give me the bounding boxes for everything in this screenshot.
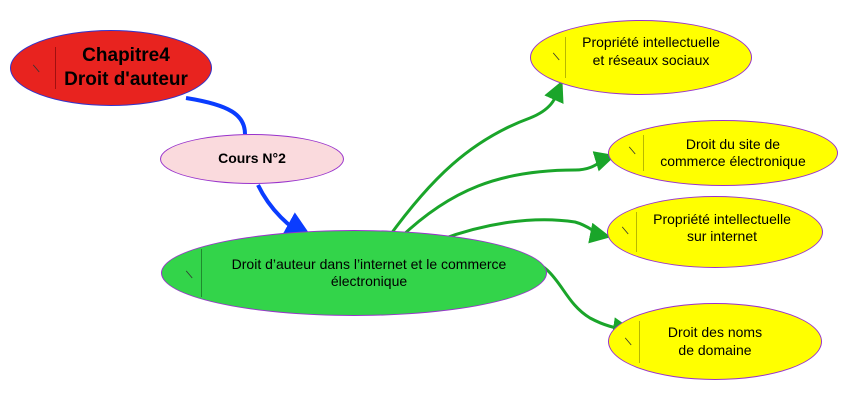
divider	[565, 37, 566, 78]
pencil-icon: |	[31, 63, 41, 74]
child-1-line1: Propriété intellectuelle	[582, 34, 720, 50]
root-title-line1: Chapitre4	[82, 45, 170, 67]
link-course-main	[256, 184, 315, 242]
link-root-course	[185, 96, 247, 135]
root-title-line2: Droit d'auteur	[64, 69, 188, 90]
link-main-child-2	[398, 151, 616, 240]
pencil-icon: |	[551, 51, 561, 62]
child-4-line2: de domaine	[678, 341, 752, 358]
divider	[201, 249, 202, 297]
link-main-child-3	[439, 218, 611, 244]
pencil-icon: |	[627, 145, 637, 156]
divider	[643, 135, 644, 171]
child-2-line2: commerce électronique	[660, 153, 806, 169]
link-main-child-1	[386, 80, 564, 239]
course-label: Cours N°2	[218, 150, 286, 167]
main-title-line2: électronique	[330, 273, 408, 289]
child-3-line2: sur internet	[686, 228, 758, 244]
divider	[636, 212, 637, 252]
pencil-icon: |	[184, 269, 194, 280]
main-node[interactable]: | Droit d’auteur dans l’internet et le c…	[161, 230, 547, 316]
divider	[55, 47, 56, 89]
pencil-icon: |	[623, 336, 633, 347]
child-2-line1: Droit du site de	[685, 135, 781, 152]
divider	[639, 320, 640, 363]
child-4-line1: Droit des noms	[667, 324, 763, 340]
course-node[interactable]: Cours N°2	[160, 134, 344, 184]
pencil-icon: |	[620, 225, 630, 236]
child-3-line1: Propriété intellectuelle	[653, 210, 791, 227]
root-node[interactable]: | Chapitre4 Droit d'auteur	[10, 30, 212, 106]
main-title-line1: Droit d’auteur dans l’internet et le com…	[231, 255, 507, 272]
child-1-line2: et réseaux sociaux	[592, 51, 710, 68]
